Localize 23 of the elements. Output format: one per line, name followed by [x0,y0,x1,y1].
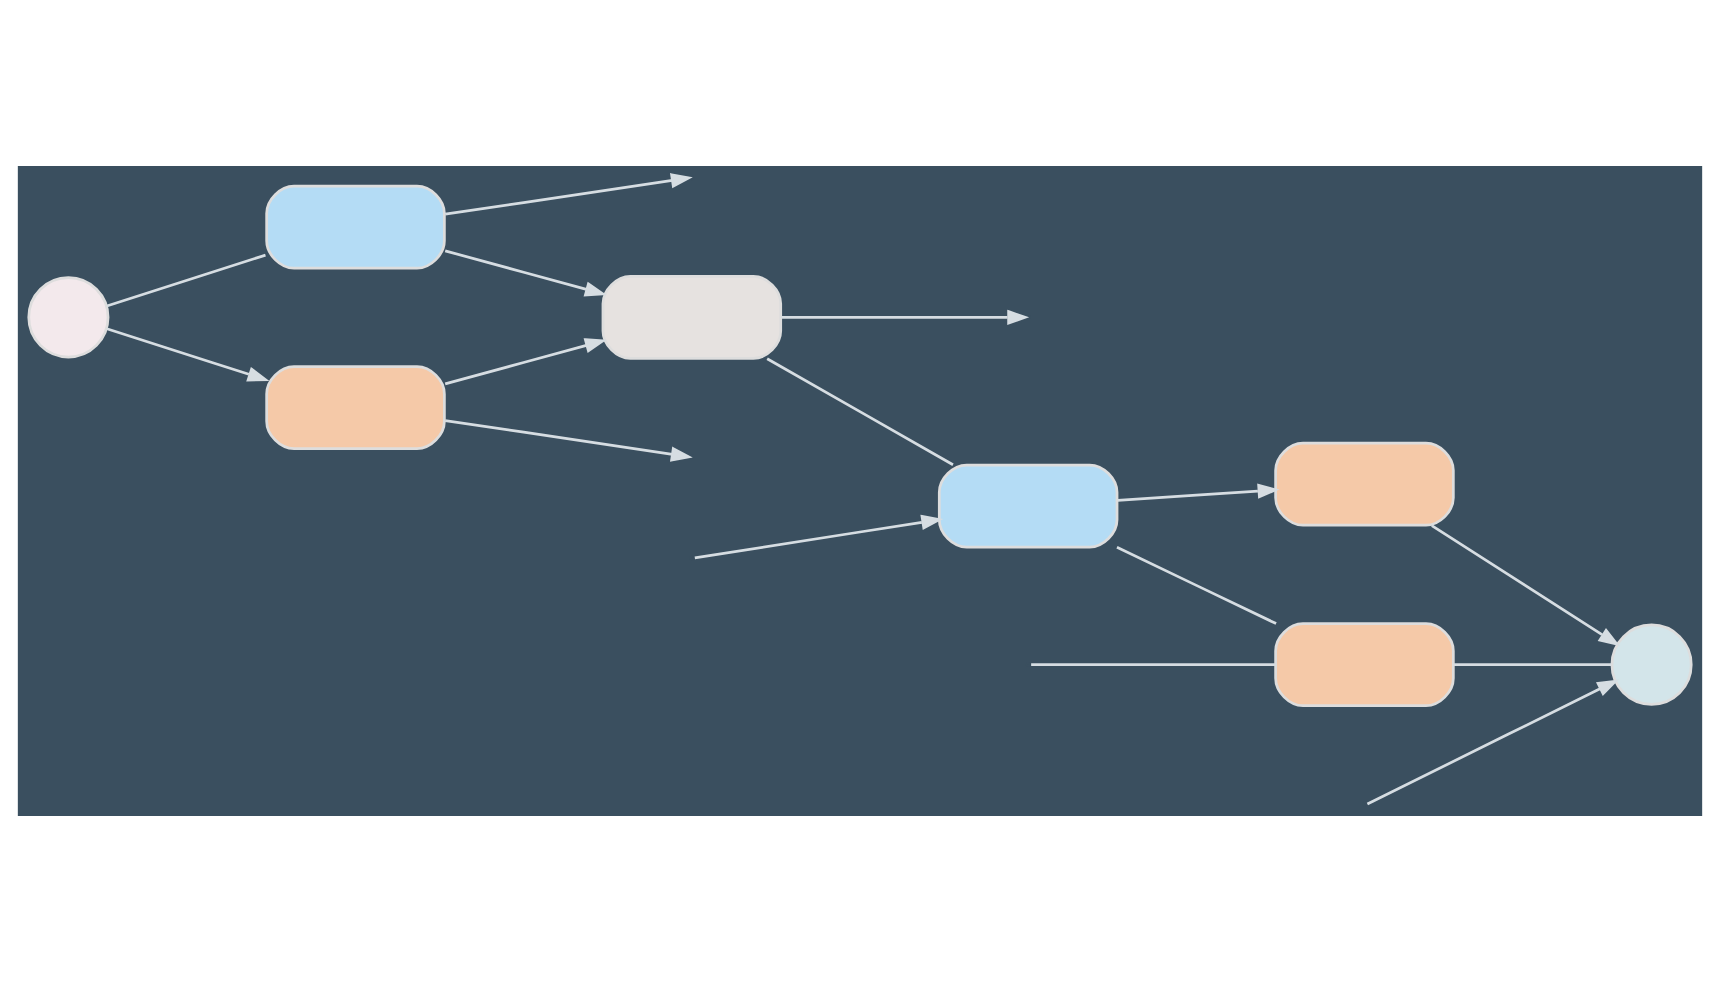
node-box [1274,622,1455,707]
node-box [1274,441,1455,527]
connector [766,357,954,466]
node-circle [27,276,110,359]
arrow [1366,679,1619,806]
connector [1454,663,1612,666]
arrow [444,249,607,297]
arrow [1431,524,1621,647]
node-box [265,365,446,450]
connector [1031,663,1276,666]
arrow [781,309,1030,326]
arrow [694,514,944,560]
node-circle [1610,623,1693,706]
arrow [444,173,693,216]
arrow [444,419,693,462]
arrow [1117,483,1280,502]
arrow [444,338,607,386]
connector [106,253,266,308]
connector [1116,546,1277,625]
node-box [265,184,446,270]
arrow [106,327,270,382]
node-box [937,463,1119,549]
node-box [601,275,783,360]
